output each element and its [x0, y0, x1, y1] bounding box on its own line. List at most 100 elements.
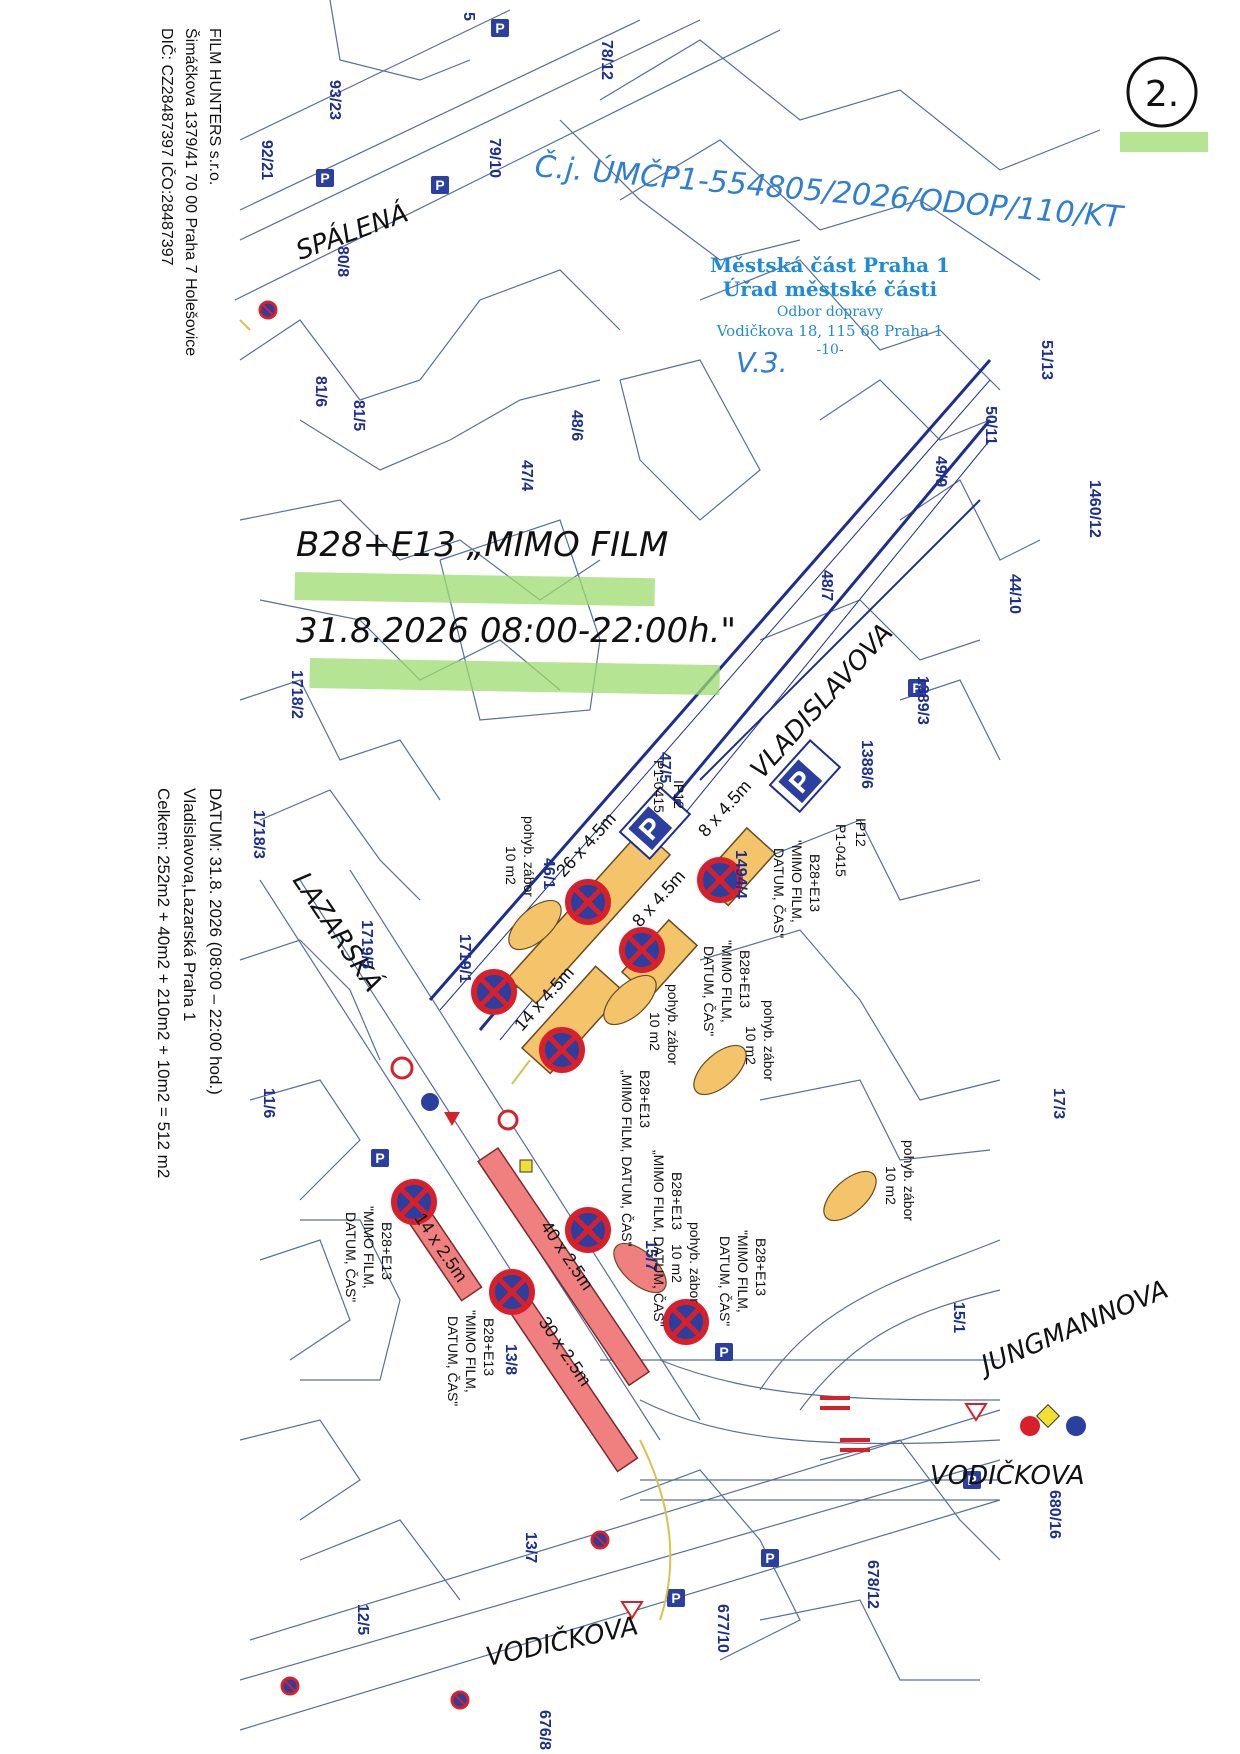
parcel: 93/23: [326, 80, 343, 120]
sign-label-a2: B28+E13: [737, 950, 753, 1008]
parcel: 48/6: [568, 410, 585, 441]
stamp-line4: Vodičkova 18, 115 68 Praha 1: [716, 322, 944, 340]
parcel: 44/10: [1006, 574, 1023, 614]
office-stamp: Městská část Praha 1 Úřad městské části …: [710, 253, 950, 358]
moving-m2-2: 10 m2: [647, 1012, 663, 1051]
parcel: 676/8: [536, 1710, 553, 1750]
stamp-line1: Městská část Praha 1: [710, 253, 950, 277]
sign-label-a3: B28+E13: [637, 1070, 653, 1128]
parcel: 50/11: [982, 406, 999, 445]
parcel: 92/21: [258, 140, 275, 180]
parcel: 5: [460, 12, 477, 21]
parcel: 80/8: [334, 246, 351, 277]
company-ids: DIČ: CZ28487397 IČO:28487397: [158, 28, 177, 266]
moving-m2-4: 10 m2: [883, 1166, 899, 1205]
parcel: 12/5: [354, 1604, 371, 1635]
parcel: 15/1: [950, 1302, 967, 1333]
stamp-line2: Úřad městské části: [723, 276, 938, 301]
parcel: 11/6: [260, 1088, 277, 1118]
reference-number: Č.j. ÚMČP1-554805/2026/ODOP/110/KT: [533, 147, 1126, 235]
company-name: FILM HUNTERS s.r.o.: [206, 28, 223, 185]
street-names: SPÁLENÁ VLADISLAVOVA LAZARSKÁ JUNGMANNOV…: [286, 197, 1172, 1673]
ip12-right: IP12: [853, 818, 869, 847]
street-vodickova-lower: VODIČKOVA: [483, 1609, 641, 1672]
parcel: 15/7: [642, 1240, 659, 1271]
parcel: 1389/3: [914, 676, 931, 725]
sign-label-c2: DATUM, ČAS": [701, 946, 717, 1036]
permit-streets: Vladislavova,Lazarská Praha 1: [180, 788, 199, 1021]
parcel: 1718/2: [288, 670, 305, 719]
stamp-line3: Odbor dopravy: [777, 304, 883, 320]
sign-label-a1: B28+E13: [807, 854, 823, 912]
p1-left: P1-0415: [651, 760, 667, 813]
sign-label-a7: B28+E13: [481, 1318, 497, 1376]
moving-label-1: pohyb. zábor: [521, 816, 537, 897]
moving-m2-3: 10 m2: [743, 1026, 759, 1065]
ip12-left: IP12: [671, 780, 687, 809]
permit-info: DATUM: 31.8. 2026 (08:00 – 22:00 hod.) V…: [154, 788, 225, 1178]
parcel: 1719/5: [358, 920, 375, 969]
parcel: 677/10: [714, 1604, 731, 1653]
initials: V.3.: [736, 346, 788, 379]
page-number: 2.: [1126, 56, 1198, 128]
large-parking-sign-right: P: [768, 738, 842, 814]
sign-label-c1: DATUM, ČAS": [771, 848, 787, 938]
parcel: 47/5: [656, 752, 673, 783]
street-jungmannova: JUNGMANNOVA: [972, 1275, 1172, 1383]
stamp-line5: -10-: [816, 342, 844, 358]
parcel: 49/9: [932, 456, 949, 487]
sign-label-c7: DATUM, ČAS": [445, 1316, 461, 1406]
parcel: 48/7: [818, 570, 835, 601]
sign-label-a5: B28+E13: [753, 1238, 769, 1296]
company-address: Šimáčkova 1379/41 70 00 Praha 7 Holešovi…: [182, 28, 201, 356]
p1-right: P1-0415: [833, 824, 849, 877]
parcel: 678/12: [864, 1560, 881, 1609]
parcel: 81/6: [312, 376, 329, 407]
permit-total: Celkem: 252m2 + 40m2 + 210m2 + 10m2 = 51…: [154, 788, 173, 1178]
parcel: 79/10: [486, 138, 503, 178]
parcel-numbers: 93/23 92/21 79/10 80/8 78/12 81/6 81/5 4…: [250, 12, 1103, 1750]
parcel: 680/16: [1046, 1490, 1063, 1539]
moving-m2-1: 10 m2: [503, 846, 519, 885]
sign-label-b7: "MIMO FILM,: [463, 1310, 479, 1393]
parcel: 13/8: [502, 1344, 519, 1375]
moving-label-3: pohyb. zábor: [761, 1000, 777, 1081]
permit-date: DATUM: 31.8. 2026 (08:00 – 22:00 hod.): [206, 788, 225, 1095]
sign-label-a6: B28+E13: [379, 1222, 395, 1280]
sign-label-b1: "MIMO FILM,: [789, 840, 805, 923]
moving-m2-5: 10 m2: [669, 1244, 685, 1283]
sign-label-c6: DATUM, ČAS": [343, 1212, 359, 1302]
moving-label-2: pohyb. zábor: [665, 984, 681, 1065]
parcel: 1719/1: [456, 934, 473, 983]
sign-label-d3: „MIMO FILM, DATUM, ČAS": [619, 1070, 635, 1247]
street-vodickova-upper: VODIČKOVA: [930, 1459, 1085, 1491]
page-number-text: 2.: [1145, 74, 1179, 115]
sign-label-b2: "MIMO FILM,: [719, 940, 735, 1023]
zone-40x2.5: [477, 1146, 651, 1387]
parcel: 81/5: [350, 400, 367, 431]
parcel: 47/4: [518, 460, 535, 491]
zone-label: 14 x 2.5m: [411, 1209, 472, 1286]
moving-label-4: pohyb. zábor: [901, 1140, 917, 1221]
sign-annotations: IP12 P1-0415 IP12 P1-0415 B28+E13 "MIMO …: [343, 760, 917, 1406]
parcel: 1388/6: [858, 740, 875, 789]
misc-signs: [239, 319, 1086, 1621]
parcel: 1494/4: [732, 850, 749, 899]
parcel: 13/7: [522, 1532, 539, 1563]
company-info: FILM HUNTERS s.r.o. Šimáčkova 1379/41 70…: [158, 28, 223, 356]
highlighter-marks: [294, 132, 1208, 696]
parcel: 78/12: [598, 40, 615, 80]
sign-label-b6: "MIMO FILM,: [361, 1206, 377, 1289]
moving-occupation-ellipses: [508, 899, 877, 1294]
sign-label-d4: „MIMO FILM, DATUM, ČAS": [651, 1150, 667, 1327]
large-parking-sign-left: P: [618, 785, 692, 861]
parcel: 1718/3: [250, 810, 267, 859]
moving-label-5: pohyb. zábor: [687, 1222, 703, 1303]
parcel: 51/13: [1038, 340, 1055, 380]
sign-label-b5: "MIMO FILM,: [735, 1230, 751, 1313]
hand-sign-line1: B28+E13 „MIMO FILM: [296, 525, 668, 565]
parcel: 46/1: [540, 858, 557, 889]
parcel: 17/3: [1050, 1088, 1067, 1119]
hand-sign-line2: 31.8.2026 08:00-22:00h.": [296, 611, 736, 651]
